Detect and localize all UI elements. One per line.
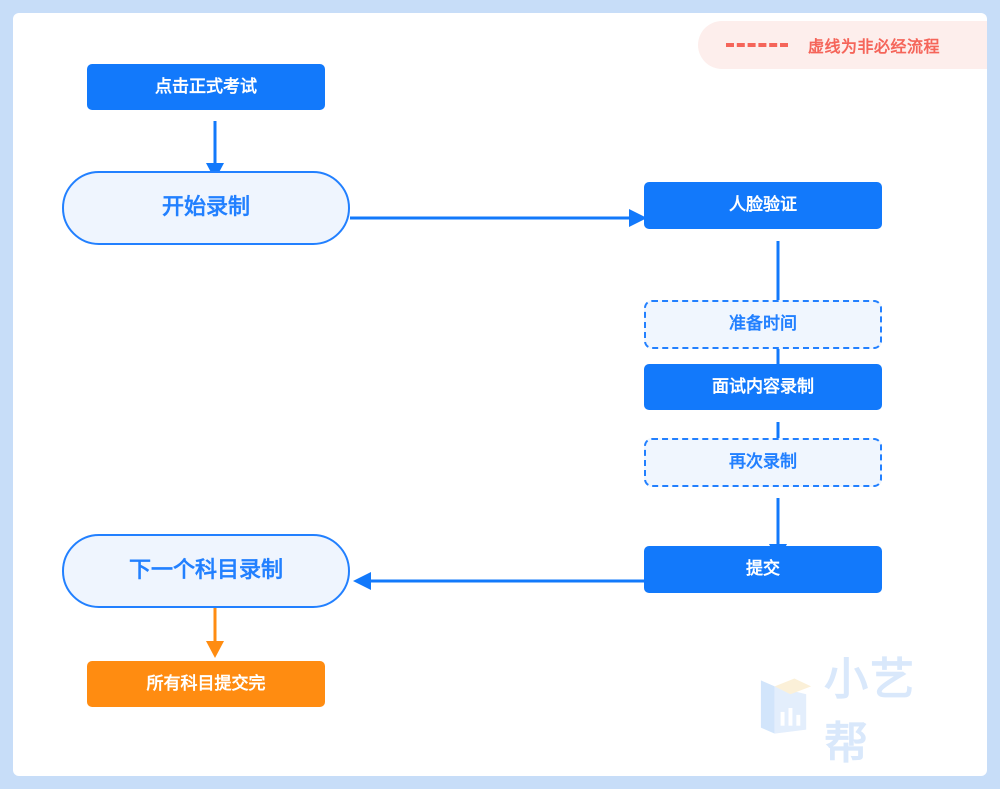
edge-submit-to-next-subject [350,571,650,591]
node-all-submitted[interactable]: 所有科目提交完 [87,661,325,707]
node-record-again-label: 再次录制 [729,452,797,473]
node-prep-time[interactable]: 准备时间 [644,300,882,349]
node-start-recording-label: 开始录制 [161,194,250,220]
node-all-submitted-label: 所有科目提交完 [146,673,266,694]
xiaoyibang-logo-icon [760,678,812,734]
node-next-subject[interactable]: 下一个科目录制 [62,534,350,608]
flowchart-canvas: 虚线为非必经流程 [13,13,987,776]
node-face-verification-label: 人脸验证 [729,195,797,216]
node-start-exam[interactable]: 点击正式考试 [87,64,325,110]
node-start-recording[interactable]: 开始录制 [62,171,350,245]
edge-start-recording-to-face-verification [350,208,650,228]
watermark: 小艺帮 [755,654,960,769]
node-interview-record-label: 面试内容录制 [712,376,814,397]
edge-face-verification-to-prep-time [770,241,786,303]
node-submit-label: 提交 [746,559,780,580]
node-record-again[interactable]: 再次录制 [644,438,882,487]
node-prep-time-label: 准备时间 [729,314,797,335]
watermark-text: 小艺帮 [824,654,917,769]
edge-next-subject-to-all-submitted [205,601,225,663]
node-start-exam-label: 点击正式考试 [155,76,257,97]
legend-label: 虚线为非必经流程 [808,37,941,56]
node-next-subject-label: 下一个科目录制 [128,557,283,583]
legend-banner: 虚线为非必经流程 [698,21,987,69]
node-face-verification[interactable]: 人脸验证 [644,182,882,229]
node-submit[interactable]: 提交 [644,546,882,593]
node-interview-record[interactable]: 面试内容录制 [644,364,882,410]
legend-dashed-line-icon [726,43,788,47]
